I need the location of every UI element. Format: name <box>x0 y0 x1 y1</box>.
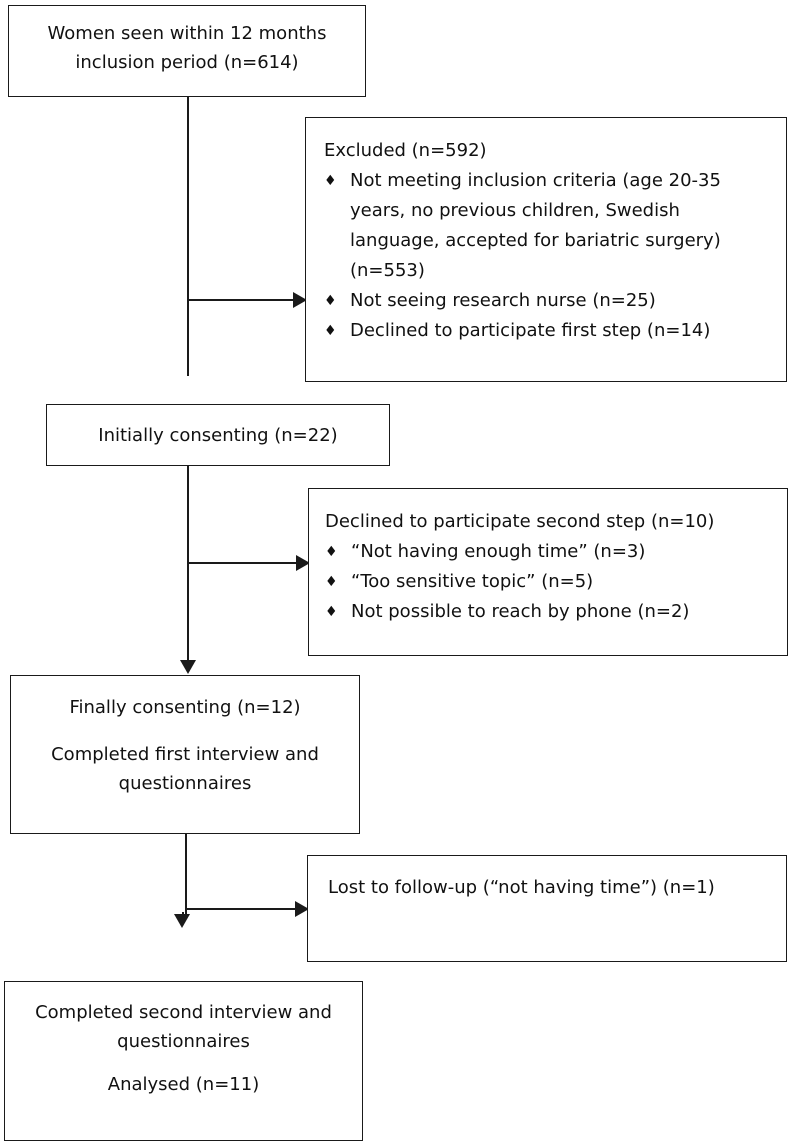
arrow-to-final <box>180 660 196 674</box>
list-item: ♦ “Too sensitive topic” (n=5) <box>325 567 777 597</box>
arrow-to-excluded <box>293 292 307 308</box>
diamond-bullet-icon: ♦ <box>325 604 338 620</box>
finally-consenting-line1: Finally consenting (n=12) <box>69 697 301 718</box>
declined-item-text: “Too sensitive topic” (n=5) <box>351 571 594 592</box>
diamond-bullet-icon: ♦ <box>324 293 337 309</box>
women-seen-line2: inclusion period (n=614) <box>75 52 299 73</box>
diamond-bullet-icon: ♦ <box>324 173 337 189</box>
box-completed-second-interview: Completed second interview and questionn… <box>4 981 363 1141</box>
diamond-bullet-icon: ♦ <box>325 544 338 560</box>
list-item: ♦ Declined to participate first step (n=… <box>324 316 770 346</box>
excluded-item-text: Declined to participate first step (n=14… <box>350 320 711 341</box>
initially-consenting-text: Initially consenting (n=22) <box>98 425 338 446</box>
box-excluded: Excluded (n=592) ♦ Not meeting inclusion… <box>305 117 787 382</box>
completed-second-line2: Analysed (n=11) <box>107 1074 260 1095</box>
arrow-to-declined-second <box>296 555 310 571</box>
connector-final-to-completed <box>185 833 187 915</box>
excluded-item-text: Not meeting inclusion criteria (age 20-3… <box>350 170 721 281</box>
completed-second-line1: Completed second interview and questionn… <box>35 1002 332 1052</box>
declined-second-title: Declined to participate second step (n=1… <box>325 511 715 532</box>
list-item: ♦ Not meeting inclusion criteria (age 20… <box>324 166 770 286</box>
finally-consenting-line2: Completed first interview and questionna… <box>51 744 319 794</box>
diamond-bullet-icon: ♦ <box>325 574 338 590</box>
connector-to-declined-second <box>187 562 297 564</box>
excluded-list: ♦ Not meeting inclusion criteria (age 20… <box>324 166 770 346</box>
lost-to-follow-up-text: Lost to follow-up (“not having time”) (n… <box>328 877 715 898</box>
women-seen-line1: Women seen within 12 months <box>47 23 327 44</box>
declined-item-text: “Not having enough time” (n=3) <box>351 541 646 562</box>
arrow-to-completed <box>174 914 190 928</box>
box-initially-consenting: Initially consenting (n=22) <box>46 404 390 466</box>
declined-second-list: ♦ “Not having enough time” (n=3) ♦ “Too … <box>325 537 777 627</box>
declined-item-text: Not possible to reach by phone (n=2) <box>351 601 690 622</box>
box-lost-to-follow-up: Lost to follow-up (“not having time”) (n… <box>307 855 787 962</box>
connector-to-excluded <box>187 299 295 301</box>
box-finally-consenting: Finally consenting (n=12) Completed firs… <box>10 675 360 834</box>
connector-to-lost <box>187 908 296 910</box>
excluded-item-text: Not seeing research nurse (n=25) <box>350 290 656 311</box>
list-item: ♦ Not possible to reach by phone (n=2) <box>325 597 777 627</box>
list-item: ♦ “Not having enough time” (n=3) <box>325 537 777 567</box>
list-item: ♦ Not seeing research nurse (n=25) <box>324 286 770 316</box>
connector-seen-to-initial <box>187 97 189 376</box>
arrow-to-lost <box>295 901 309 917</box>
box-declined-second-step: Declined to participate second step (n=1… <box>308 488 788 656</box>
box-women-seen: Women seen within 12 months inclusion pe… <box>8 5 366 97</box>
diamond-bullet-icon: ♦ <box>324 323 337 339</box>
excluded-title: Excluded (n=592) <box>324 140 487 161</box>
